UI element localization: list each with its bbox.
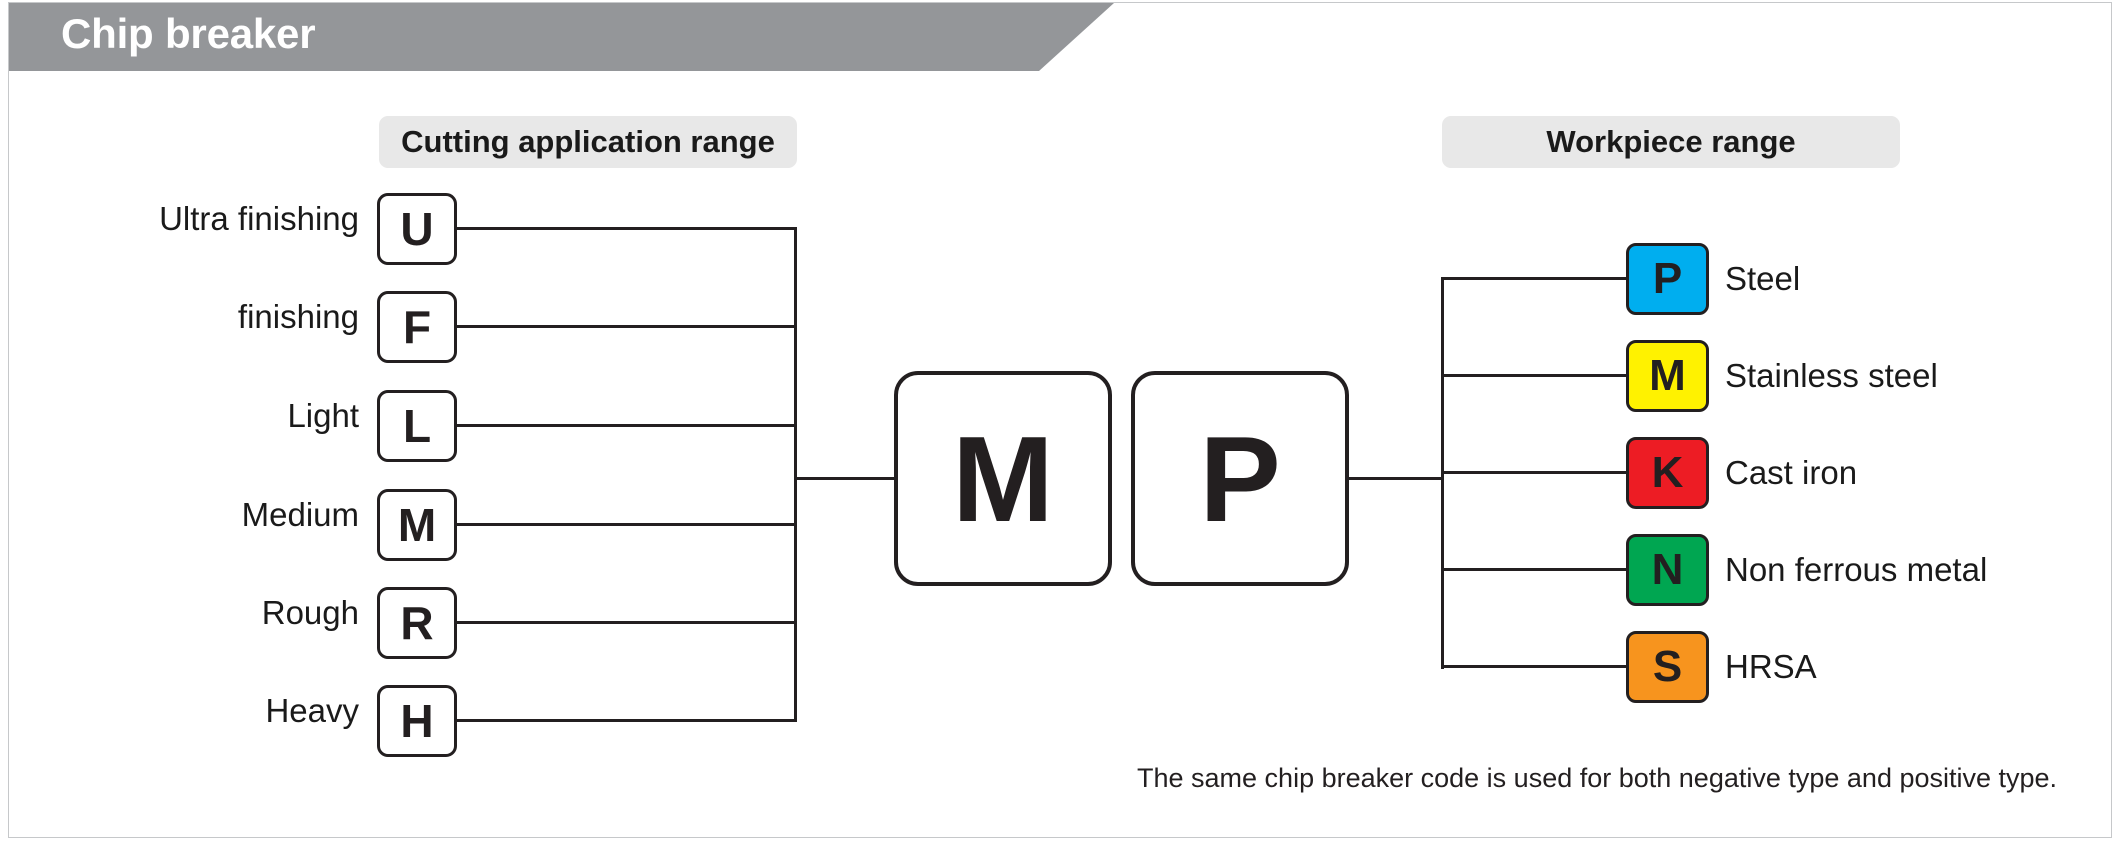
- connector-m: [457, 523, 797, 526]
- page-title: Chip breaker: [61, 10, 316, 57]
- material-label-steel: Steel: [1725, 260, 1801, 297]
- material-label-hrsa: HRSA: [1725, 648, 1817, 685]
- row-label-heavy: Heavy: [265, 692, 359, 729]
- center-box-m[interactable]: M: [894, 371, 1112, 586]
- center-box-p[interactable]: P: [1131, 371, 1349, 586]
- row-label-light: Light: [287, 397, 359, 434]
- connector-non-ferrous-metal: [1441, 568, 1629, 571]
- material-box-k[interactable]: K: [1626, 437, 1709, 509]
- row-label-finishing: finishing: [237, 298, 359, 335]
- code-box-m[interactable]: M: [377, 489, 457, 561]
- code-box-l[interactable]: L: [377, 390, 457, 462]
- connector-hrsa: [1441, 665, 1629, 668]
- footnote-text: The same chip breaker code is used for b…: [1137, 763, 2058, 793]
- code-box-f[interactable]: F: [377, 291, 457, 363]
- content-card: Chip breaker Cutting application range W…: [8, 2, 2112, 838]
- connector-steel: [1441, 277, 1629, 280]
- code-box-u[interactable]: U: [377, 193, 457, 265]
- material-box-p[interactable]: P: [1626, 243, 1709, 315]
- connector-h: [457, 719, 797, 722]
- connector-l: [457, 424, 797, 427]
- header-banner: Chip breaker: [9, 3, 1114, 71]
- material-box-s[interactable]: S: [1626, 631, 1709, 703]
- connector-stainless-steel: [1441, 374, 1629, 377]
- connector-r: [457, 621, 797, 624]
- row-label-rough: Rough: [261, 594, 359, 631]
- connector-u: [457, 227, 797, 230]
- connector-f: [457, 325, 797, 328]
- material-label-cast-iron: Cast iron: [1725, 454, 1858, 491]
- row-label-ultra-finishing: Ultra finishing: [159, 200, 359, 237]
- material-label-stainless-steel: Stainless steel: [1725, 357, 1938, 394]
- cutting-application-range-label: Cutting application range: [379, 116, 797, 168]
- left-bus-vertical: [794, 227, 797, 722]
- row-label-medium: Medium: [241, 496, 359, 533]
- material-box-m[interactable]: M: [1626, 340, 1709, 412]
- connector-cast-iron: [1441, 471, 1629, 474]
- material-box-n[interactable]: N: [1626, 534, 1709, 606]
- center-to-right-bus: [1347, 477, 1443, 480]
- left-bus-to-center: [794, 477, 897, 480]
- code-box-r[interactable]: R: [377, 587, 457, 659]
- code-box-h[interactable]: H: [377, 685, 457, 757]
- workpiece-range-label: Workpiece range: [1442, 116, 1900, 168]
- material-label-non-ferrous-metal: Non ferrous metal: [1725, 551, 1988, 588]
